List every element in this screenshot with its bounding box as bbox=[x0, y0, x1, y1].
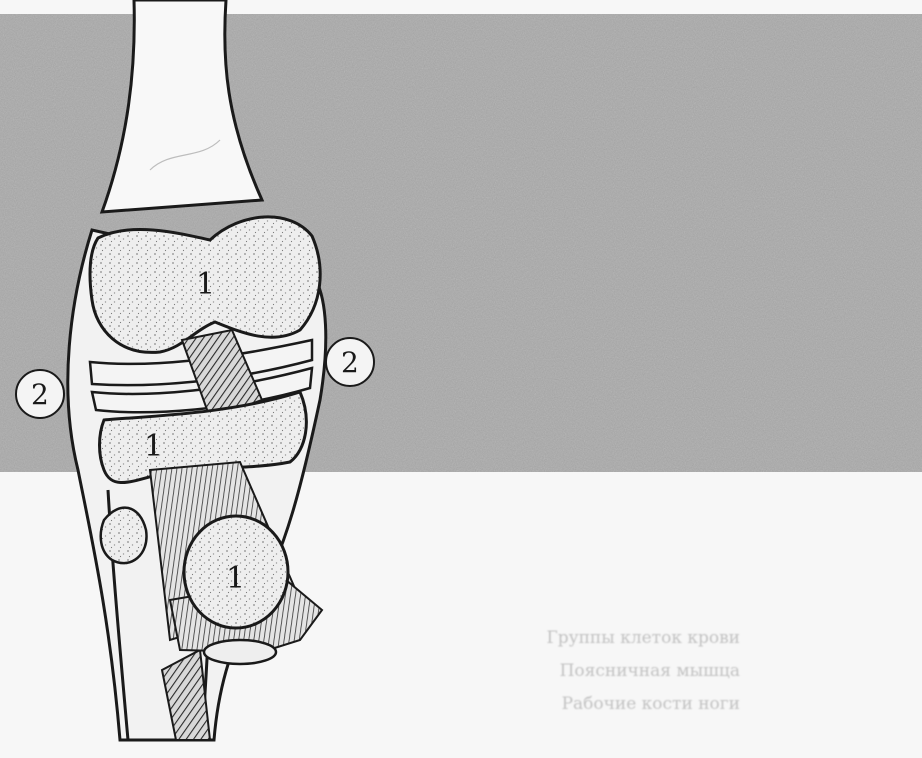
femur-shaft bbox=[102, 0, 262, 212]
label-capsule-left-2: 2 bbox=[31, 378, 49, 411]
caption-line-3: Рабочие кости ноги bbox=[340, 688, 740, 721]
label-capsule-right-2: 2 bbox=[341, 346, 359, 379]
callout-capsule-left: 2 bbox=[16, 370, 64, 418]
caption-line-2: Поясничная мышца bbox=[340, 655, 740, 688]
label-patella-1: 1 bbox=[226, 561, 245, 596]
faded-caption: Группы клеток крови Поясничная мышца Раб… bbox=[340, 622, 740, 721]
fibular-head bbox=[101, 508, 147, 563]
patella-rim bbox=[204, 640, 276, 664]
callout-capsule-right: 2 bbox=[326, 338, 374, 386]
label-femur-1: 1 bbox=[196, 267, 215, 302]
caption-line-1: Группы клеток крови bbox=[340, 622, 740, 655]
label-tibia-1: 1 bbox=[144, 429, 163, 464]
